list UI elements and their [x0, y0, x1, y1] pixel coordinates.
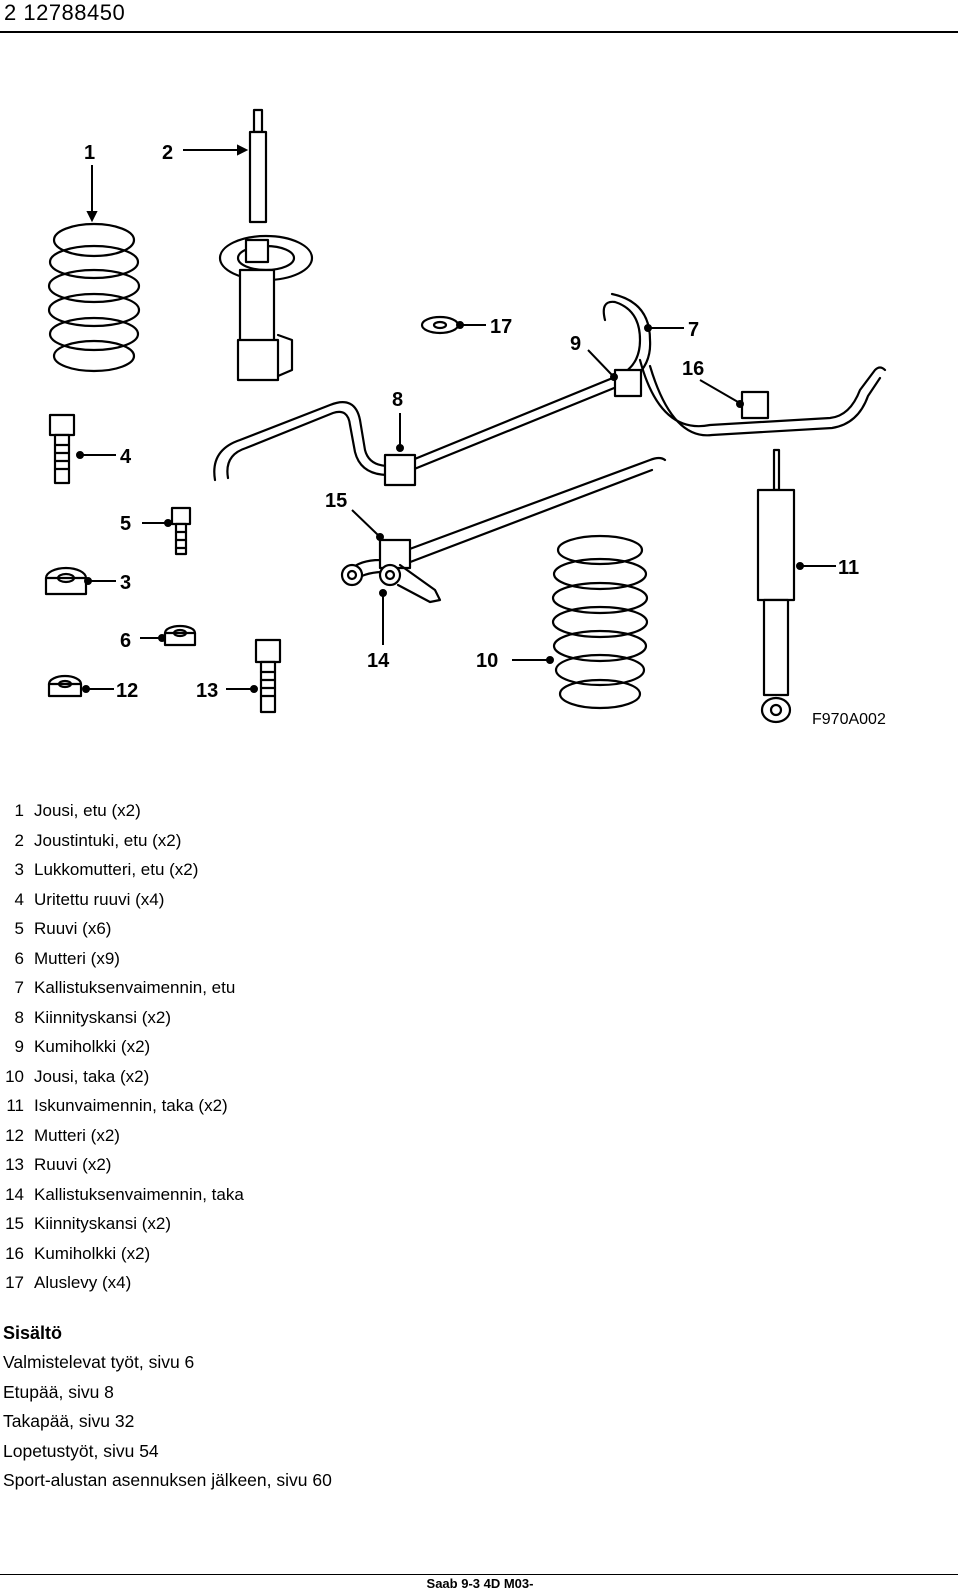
part-label: Jousi, etu (x2) — [34, 801, 141, 820]
part-number: 11 — [6, 1096, 24, 1115]
part-label: Iskunvaimennin, taka (x2) — [34, 1096, 228, 1115]
part-number: 12 — [5, 1125, 24, 1145]
front-anti-roll-bar-drawing — [213, 292, 887, 487]
part-number: 9 — [14, 1037, 24, 1056]
part-label: Lukkomutteri, etu (x2) — [34, 860, 199, 879]
parts-list-item: 16 Kumiholkki (x2) — [0, 1239, 600, 1269]
washer-drawing — [420, 315, 460, 335]
part-label: Aluslevy (x4) — [34, 1273, 132, 1292]
callout-3: 3 — [120, 572, 131, 594]
part-label: Kallistuksenvaimennin, taka — [34, 1184, 244, 1204]
part-number: 3 — [14, 860, 24, 879]
footer-divider — [0, 1574, 958, 1575]
part-label: Ruuvi (x2) — [34, 1155, 112, 1174]
part-label: Mutteri (x2) — [34, 1125, 120, 1145]
rear-shock-absorber-drawing — [756, 448, 796, 724]
callout-6: 6 — [120, 630, 131, 652]
parts-list-item: 14 Kallistuksenvaimennin, taka — [0, 1180, 600, 1210]
callout-5: 5 — [120, 513, 131, 535]
part-number: 2 — [14, 830, 24, 850]
parts-list-item: 17 Aluslevy (x4) — [0, 1268, 600, 1298]
part-label: Kiinnityskansi (x2) — [34, 1214, 171, 1233]
header-divider — [0, 31, 958, 33]
parts-list-item: 10 Jousi, taka (x2) — [0, 1062, 600, 1092]
callout-14: 14 — [367, 650, 390, 672]
part-number: 13 — [5, 1155, 24, 1174]
parts-list-item: 8 Kiinnityskansi (x2) — [0, 1003, 600, 1033]
part-number: 4 — [14, 889, 24, 909]
rear-coil-spring-drawing — [551, 534, 649, 710]
part-label: Uritettu ruuvi (x4) — [34, 889, 165, 909]
part-number: 6 — [14, 948, 24, 968]
parts-list-item: 4 Uritettu ruuvi (x4) — [0, 885, 600, 915]
contents-item: Sport-alustan asennuksen jälkeen, sivu 6… — [3, 1470, 332, 1490]
callout-1: 1 — [84, 142, 95, 164]
part-label: Joustintuki, etu (x2) — [34, 830, 182, 850]
part-label: Kumiholkki (x2) — [34, 1243, 151, 1263]
parts-list-item: 11 Iskunvaimennin, taka (x2) — [0, 1091, 600, 1121]
part-number: 17 — [5, 1273, 24, 1292]
part-number: 7 — [14, 978, 24, 997]
parts-list-item: 7 Kallistuksenvaimennin, etu — [0, 973, 600, 1003]
callout-10: 10 — [476, 650, 498, 672]
callout-2: 2 — [162, 142, 173, 164]
figure-code: F970A002 — [812, 711, 886, 728]
footer-text: Saab 9-3 4D M03- — [426, 1576, 534, 1591]
parts-list-item: 5 Ruuvi (x6) — [0, 914, 600, 944]
part-label: Mutteri (x9) — [34, 948, 120, 968]
part-label: Ruuvi (x6) — [34, 919, 112, 938]
parts-list-item: 2 Joustintuki, etu (x2) — [0, 826, 600, 856]
part-number: 10 — [5, 1066, 24, 1086]
bolt-drawing — [170, 506, 192, 556]
callout-4: 4 — [120, 446, 132, 468]
parts-list-item: 12 Mutteri (x2) — [0, 1121, 600, 1151]
part-number: 8 — [14, 1007, 24, 1027]
nut-small-drawing — [47, 674, 83, 698]
callout-15: 15 — [325, 490, 347, 512]
front-strut-drawing — [218, 108, 314, 382]
callout-8: 8 — [392, 389, 403, 411]
callout-7: 7 — [688, 319, 699, 341]
contents-item: Valmistelevat työt, sivu 6 — [3, 1352, 195, 1372]
part-label: Jousi, taka (x2) — [34, 1066, 150, 1086]
parts-list-item: 3 Lukkomutteri, etu (x2) — [0, 855, 600, 885]
contents-item: Etupää, sivu 8 — [3, 1381, 114, 1402]
page-reference: 2 12788450 — [4, 0, 126, 25]
parts-list-item: 1 Jousi, etu (x2) — [0, 796, 600, 826]
parts-list-item: 9 Kumiholkki (x2) — [0, 1032, 600, 1062]
splined-bolt-drawing — [48, 413, 76, 485]
contents-item: Takapää, sivu 32 — [3, 1411, 135, 1431]
parts-list-item: 13 Ruuvi (x2) — [0, 1150, 600, 1180]
parts-list-item: 6 Mutteri (x9) — [0, 944, 600, 974]
callout-16: 16 — [682, 358, 704, 380]
nut-drawing — [163, 624, 197, 647]
part-label: Kumiholkki (x2) — [34, 1037, 151, 1056]
front-coil-spring-drawing — [47, 222, 141, 373]
contents-title: Sisältö — [3, 1323, 63, 1343]
parts-list-item: 15 Kiinnityskansi (x2) — [0, 1209, 600, 1239]
part-number: 1 — [14, 801, 24, 820]
part-label: Kiinnityskansi (x2) — [34, 1007, 171, 1027]
part-label: Kallistuksenvaimennin, etu — [34, 978, 236, 997]
callout-17: 17 — [490, 316, 512, 338]
callout-9: 9 — [570, 333, 581, 355]
part-number: 5 — [14, 919, 24, 938]
lock-nut-drawing — [44, 566, 88, 596]
long-bolt-drawing — [254, 638, 282, 714]
rear-anti-roll-bar-drawing — [340, 456, 667, 604]
part-number: 14 — [5, 1184, 24, 1204]
part-number: 15 — [5, 1214, 24, 1233]
callout-11: 11 — [838, 557, 859, 579]
callout-12: 12 — [116, 680, 138, 702]
contents-item: Lopetustyöt, sivu 54 — [3, 1440, 159, 1461]
exploded-parts-illustration: 1 2 4 5 3 6 12 13 17 9 7 16 8 15 14 10 1… — [44, 108, 887, 728]
part-number: 16 — [5, 1243, 24, 1263]
callout-13: 13 — [196, 680, 218, 702]
contents-section: Sisältö Valmistelevat työt, sivu 6 Etupä… — [3, 1318, 703, 1496]
